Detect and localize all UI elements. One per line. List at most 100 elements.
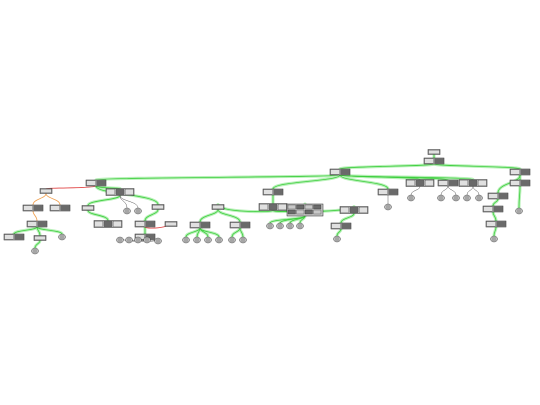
edge-warn bbox=[32, 210, 38, 222]
tree-node-leaf bbox=[239, 236, 247, 244]
tree-node-leaf bbox=[154, 237, 162, 245]
edge-ok bbox=[339, 174, 474, 180]
tree-node-triple bbox=[339, 206, 369, 214]
node-cell bbox=[115, 189, 125, 195]
node-cell bbox=[60, 205, 70, 211]
node-cell bbox=[86, 180, 96, 186]
node-cell bbox=[468, 180, 478, 186]
node-cell bbox=[406, 180, 415, 186]
tree-node-pair bbox=[330, 222, 352, 230]
node-cell bbox=[378, 189, 388, 195]
node-cell bbox=[428, 150, 440, 154]
tree-node-pair bbox=[134, 220, 156, 228]
edge-ok bbox=[339, 174, 389, 190]
leaf-shape bbox=[182, 236, 190, 244]
node-cell bbox=[145, 221, 155, 227]
node-cell bbox=[82, 206, 94, 210]
node-cell bbox=[349, 207, 359, 213]
tree-node-pair bbox=[189, 221, 211, 229]
tree-node-leaf bbox=[266, 222, 274, 230]
tree-node-triple bbox=[105, 188, 135, 196]
node-cell bbox=[94, 221, 103, 227]
node-frame bbox=[437, 179, 459, 187]
node-frame bbox=[423, 157, 445, 165]
node-cell bbox=[331, 223, 341, 229]
node-cell bbox=[240, 222, 250, 228]
node-cell bbox=[313, 209, 322, 215]
node-cell bbox=[510, 169, 520, 175]
tree-node-leaf bbox=[437, 194, 445, 202]
tree-node-leaf bbox=[31, 247, 39, 255]
edge-plain bbox=[447, 185, 457, 196]
node-frame bbox=[329, 168, 351, 176]
node-frame bbox=[262, 188, 284, 196]
leaf-shape bbox=[333, 235, 341, 243]
node-cell bbox=[520, 180, 530, 186]
node-cell bbox=[483, 206, 493, 212]
node-cell bbox=[296, 209, 305, 215]
tree-node-box bbox=[151, 204, 165, 210]
leaf-shape bbox=[463, 194, 471, 202]
tree-node-leaf bbox=[490, 235, 498, 243]
node-cell bbox=[478, 180, 487, 186]
edge-plain bbox=[472, 186, 480, 196]
node-cell bbox=[152, 205, 164, 209]
edge-ok bbox=[339, 163, 435, 170]
tree-node-pair bbox=[487, 192, 509, 200]
node-cell bbox=[4, 234, 14, 240]
node-cell bbox=[135, 221, 145, 227]
tree-node-grid bbox=[286, 203, 324, 217]
node-cell bbox=[448, 180, 458, 186]
tree-node-leaf bbox=[143, 236, 151, 244]
edge-plain bbox=[440, 185, 449, 196]
tree-node-leaf bbox=[134, 236, 142, 244]
leaf-shape bbox=[490, 235, 498, 243]
node-cell bbox=[287, 204, 296, 210]
node-cell bbox=[488, 193, 498, 199]
tree-node-box bbox=[164, 221, 178, 227]
node-cell bbox=[498, 193, 508, 199]
edge-ok bbox=[336, 228, 342, 237]
node-frame bbox=[49, 204, 71, 212]
tree-node-pair bbox=[482, 205, 504, 213]
node-frame bbox=[189, 221, 211, 229]
node-cell bbox=[106, 189, 115, 195]
node-cell bbox=[190, 222, 200, 228]
node-frame bbox=[26, 220, 48, 228]
node-cell bbox=[165, 222, 177, 226]
node-cell bbox=[33, 205, 43, 211]
edge-warn bbox=[32, 193, 47, 206]
node-cell bbox=[424, 158, 434, 164]
leaf-shape bbox=[239, 236, 247, 244]
node-cell bbox=[493, 206, 503, 212]
tree-node-box bbox=[211, 204, 225, 210]
tree-node-leaf bbox=[286, 222, 294, 230]
tree-node-leaf bbox=[515, 207, 523, 215]
node-cell bbox=[459, 180, 468, 186]
node-cell bbox=[40, 189, 52, 193]
tree-node-box bbox=[33, 235, 47, 241]
leaf-shape bbox=[286, 222, 294, 230]
node-cell bbox=[287, 209, 296, 215]
node-cell bbox=[259, 204, 268, 210]
node-frame bbox=[3, 233, 25, 241]
edge-ok bbox=[34, 240, 41, 249]
leaf-shape bbox=[123, 207, 131, 215]
edge-plain bbox=[466, 186, 474, 196]
tree-node-leaf bbox=[276, 222, 284, 230]
node-frame bbox=[229, 221, 251, 229]
leaf-shape bbox=[296, 222, 304, 230]
tree-node-pair bbox=[22, 204, 44, 212]
node-cell bbox=[273, 189, 283, 195]
tree-node-pair bbox=[509, 168, 531, 176]
edge-ok bbox=[433, 163, 521, 170]
node-cell bbox=[278, 204, 287, 210]
tree-node-box bbox=[427, 149, 441, 155]
tree-node-leaf bbox=[475, 194, 483, 202]
node-frame bbox=[487, 192, 509, 200]
leaf-shape bbox=[193, 236, 201, 244]
node-frame bbox=[509, 179, 531, 187]
tree-node-triple bbox=[458, 179, 488, 187]
